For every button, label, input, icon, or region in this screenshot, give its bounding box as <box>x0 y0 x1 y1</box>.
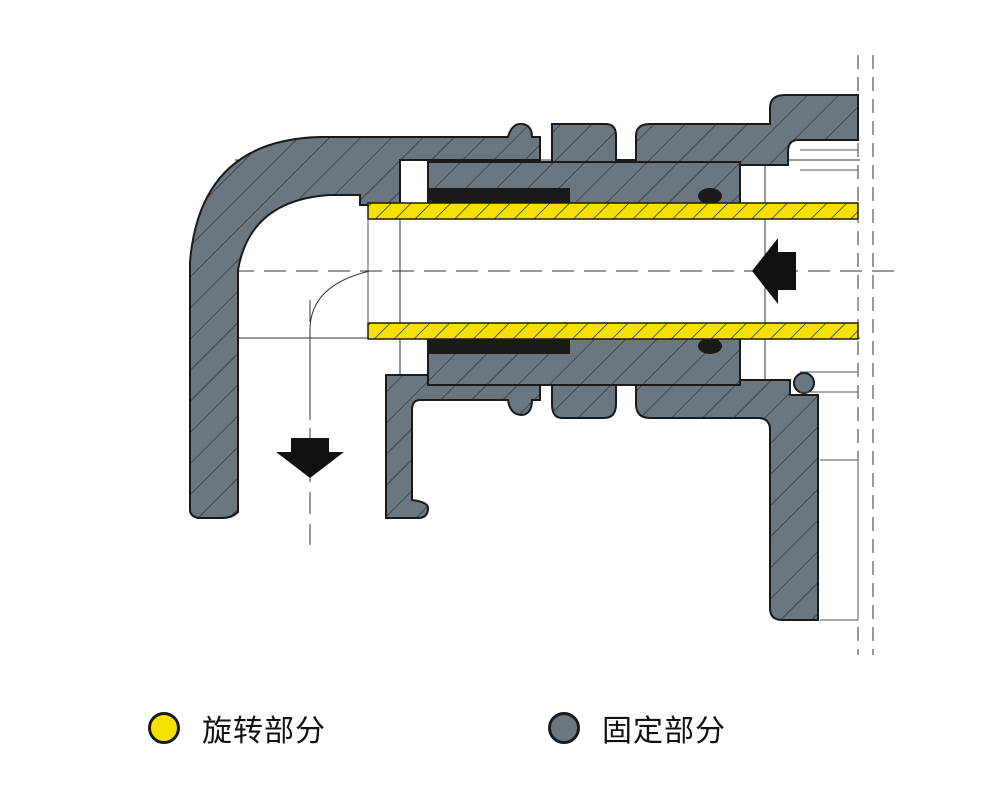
o-ring-lower <box>698 338 722 354</box>
ball-bearing <box>793 372 815 394</box>
legend-item-fixed: 固定部分 <box>548 706 726 750</box>
swivel-nut-lower <box>551 344 819 621</box>
right-flange-lines <box>800 149 859 621</box>
o-ring-upper <box>698 188 722 204</box>
legend-label-rotating: 旋转部分 <box>202 714 326 749</box>
flow-arrow-down-icon <box>276 438 344 478</box>
elbow-body <box>189 122 541 519</box>
flow-arrow-left-icon <box>752 238 796 304</box>
legend-label-fixed: 固定部分 <box>602 714 726 749</box>
legend-item-rotating: 旋转部分 <box>148 706 326 750</box>
legend-swatch-yellow <box>148 712 180 744</box>
seal-lower <box>428 338 570 354</box>
seal-upper <box>428 188 570 204</box>
rotating-pipe-upper-wall <box>367 202 859 220</box>
rotating-pipe-lower-wall <box>367 322 859 340</box>
elbow-lower-wall <box>385 374 541 519</box>
legend-swatch-gray <box>548 712 580 744</box>
